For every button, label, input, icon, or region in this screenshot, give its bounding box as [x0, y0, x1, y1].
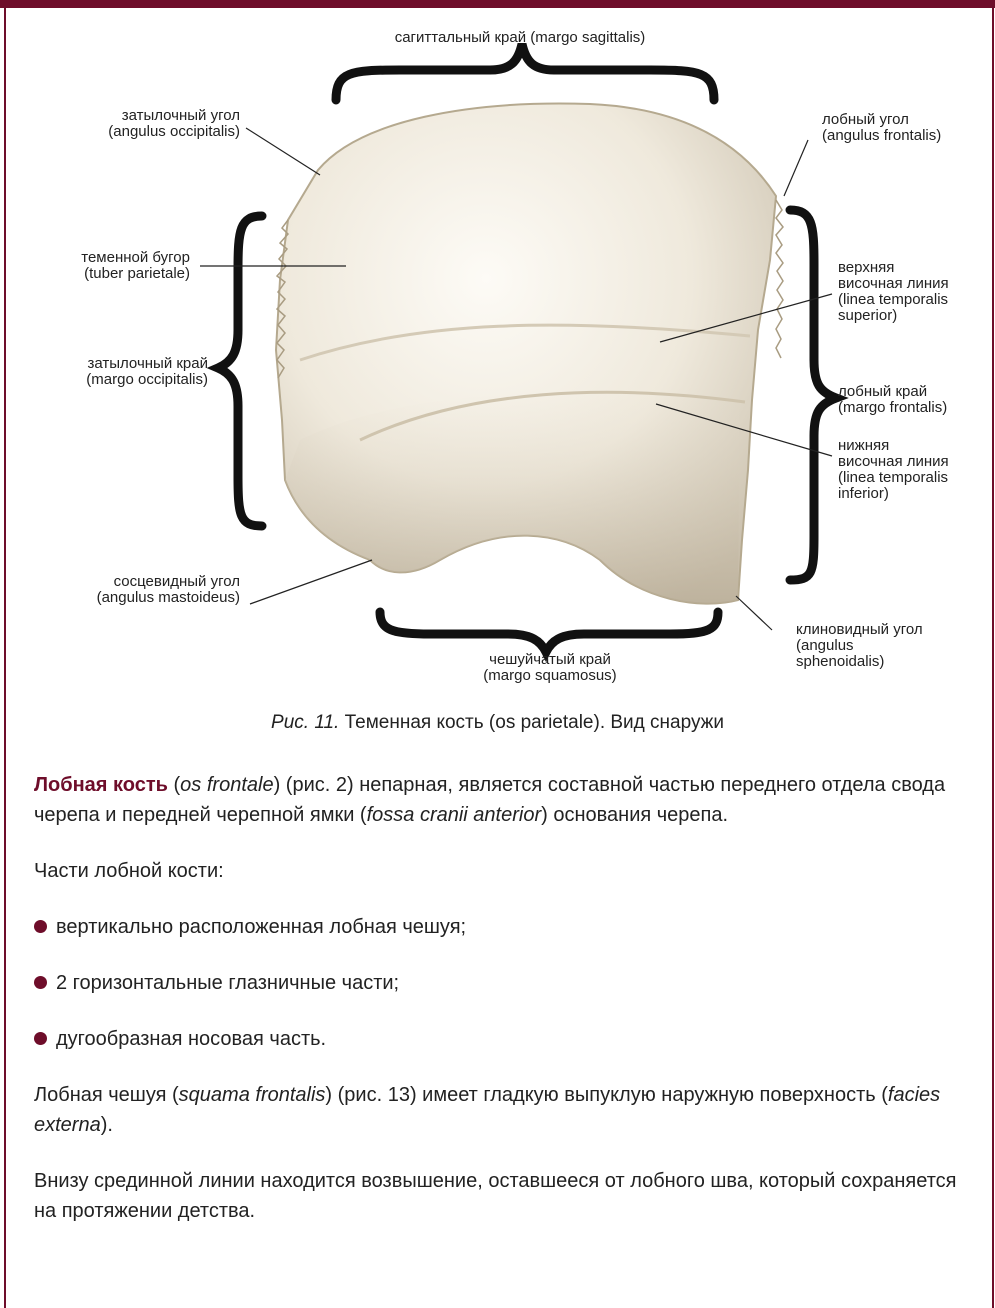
label-occipital-margin: затылочный край(margo occipitalis) [30, 356, 208, 388]
label-mastoid-angle: сосцевидный угол(angulus mastoideus) [40, 574, 240, 606]
leader-mastoid [250, 560, 372, 604]
figure-caption: Рис. 11. Теменная кость (os parietale). … [0, 712, 995, 734]
label-frontal-margin: лобный край(margo frontalis) [838, 384, 947, 416]
label-occipital-angle: затылочный угол(angulus occipitalis) [50, 108, 240, 140]
leader-occipital-angle [246, 128, 320, 175]
brace-squamous [380, 612, 718, 652]
label-tuber-parietale: теменной бугор(tuber parietale) [30, 250, 190, 282]
brace-frontal [790, 210, 836, 580]
leader-sphenoid [736, 596, 772, 630]
serrated-edge-right [776, 200, 783, 358]
bullet-icon [34, 920, 47, 933]
label-inferior-temporal-line: нижняявисочная линия (linea temporalisin… [838, 438, 949, 502]
list-item: дугообразная носовая часть. [34, 1024, 964, 1054]
paragraph-parts-heading: Части лобной кости: [34, 856, 964, 886]
label-superior-temporal-line: верхняявисочная линия (linea temporaliss… [838, 260, 949, 324]
label-sagittal-margin: сагиттальный край (margo sagittalis) [300, 30, 740, 46]
label-sphenoid-angle: клиновидный угол(angulus sphenoidalis) [796, 622, 923, 670]
list-item: вертикально расположенная лобная чешуя; [34, 912, 964, 942]
brace-sagittal [336, 44, 714, 100]
paragraph-suture: Внизу срединной линии находится возвышен… [34, 1166, 964, 1226]
bullet-icon [34, 1032, 47, 1045]
caption-text: Теменная кость (os parietale). Вид снару… [339, 712, 724, 733]
list-item: 2 горизонтальные глазничные части; [34, 968, 964, 998]
term-frontal-bone: Лобная кость [34, 774, 168, 796]
figure-parietal-bone: сагиттальный край (margo sagittalis) зат… [0, 0, 995, 760]
body-text: Лобная кость (os frontale) (рис. 2) непа… [34, 770, 964, 1290]
paragraph-squama: Лобная чешуя (squama frontalis) (рис. 13… [34, 1080, 964, 1140]
paragraph-frontal-bone: Лобная кость (os frontale) (рис. 2) непа… [34, 770, 964, 830]
bullet-icon [34, 976, 47, 989]
brace-occipital [218, 216, 262, 526]
bone-lower-shading [285, 392, 740, 603]
label-frontal-angle: лобный угол(angulus frontalis) [822, 112, 941, 144]
caption-lead: Рис. 11. [271, 712, 339, 733]
leader-frontal-angle [784, 140, 808, 196]
label-squamous-margin: чешуйчатый край(margo squamosus) [440, 652, 660, 684]
